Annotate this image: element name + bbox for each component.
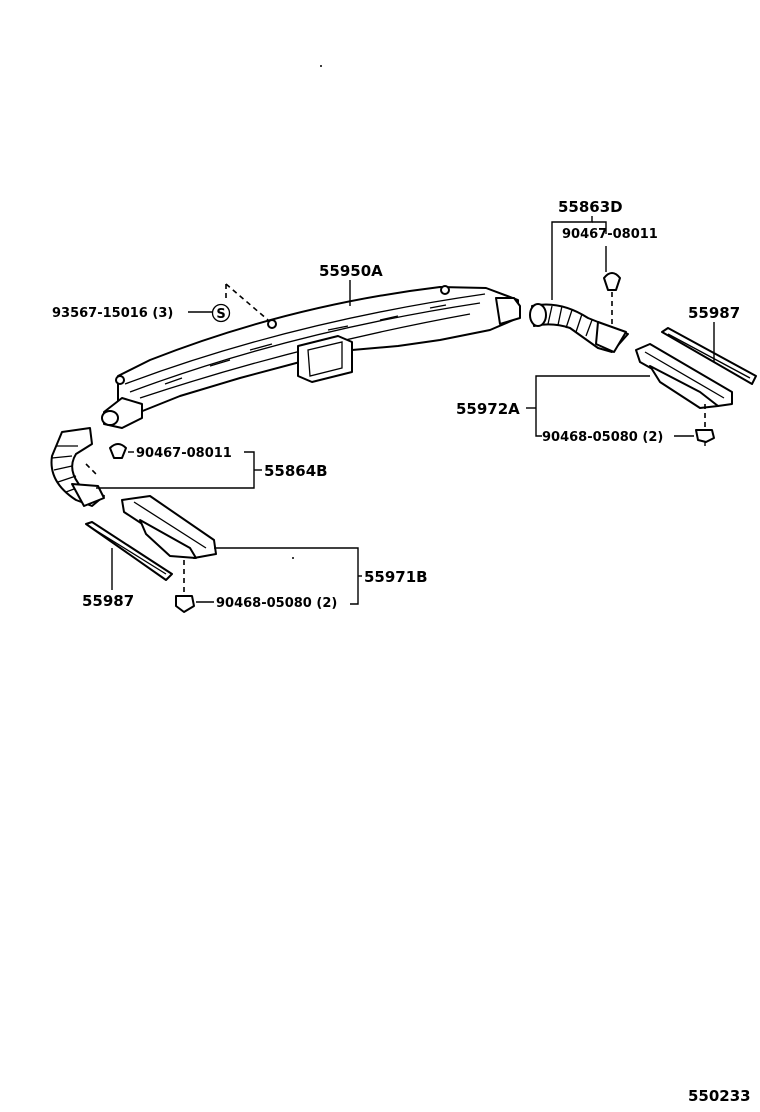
screw-symbol-icon: S: [211, 303, 231, 323]
label-left-clip: 90467-08011: [136, 446, 232, 461]
main-duct-part: [101, 285, 521, 429]
left-foot-clip-part: [175, 560, 195, 613]
label-left-grommet: 55987: [82, 592, 134, 610]
left-grommet-part: [85, 521, 173, 581]
left-foot-duct-part: [121, 495, 217, 559]
screw-symbol-text: S: [216, 307, 225, 322]
label-right-grommet: 55987: [688, 304, 740, 322]
label-right-duct: 55863D: [558, 198, 623, 216]
speck: [320, 65, 322, 67]
right-foot-duct-part: [635, 343, 733, 409]
label-right-foot-clip: 90468-05080 (2): [542, 430, 663, 445]
label-left-duct: 55864B: [264, 462, 328, 480]
right-duct-part: [529, 303, 629, 353]
leader-lines: [96, 216, 715, 605]
left-clip-part: [85, 443, 127, 477]
right-clip-part: [603, 272, 621, 326]
label-left-foot-duct: 55971B: [364, 568, 428, 586]
label-screw: 93567-15016 (3): [52, 306, 173, 321]
right-foot-clip-part: [695, 404, 715, 446]
label-main-duct: 55950A: [319, 262, 383, 280]
label-diagram-code: 550233: [688, 1087, 751, 1105]
right-grommet-part: [661, 327, 757, 385]
label-right-clip: 90467-08011: [562, 227, 658, 242]
left-duct-part: [50, 427, 105, 507]
speck: [292, 557, 294, 559]
label-right-foot-duct: 55972A: [456, 400, 520, 418]
label-left-foot-clip: 90468-05080 (2): [216, 596, 337, 611]
